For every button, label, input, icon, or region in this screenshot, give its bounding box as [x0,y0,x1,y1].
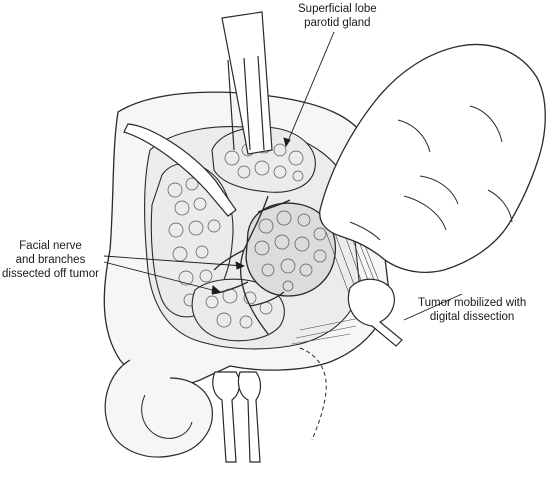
parotid-lobules [224,138,304,182]
label-tumor-mobilized: Tumor mobilized with digital dissection [418,296,526,324]
retractor-bottom [212,371,262,463]
retractor-left [123,123,237,217]
label-facial-nerve: Facial nerve and branches dissected off … [2,239,99,281]
hand-knuckle-lines [349,105,513,241]
label-line: Tumor mobilized with [418,297,527,309]
label-superficial-lobe-parotid-gland: Superficial lobe parotid gland [298,2,377,30]
label-line: parotid gland [304,17,371,29]
retractor-right [347,278,403,347]
label-line: Superficial lobe [298,3,377,15]
deep-gland-lobules [167,177,221,307]
ear-inner-fold [141,394,193,439]
facial-nerve-branches [211,195,291,335]
label-line: dissected off tumor [2,268,99,280]
label-line: Facial nerve [19,240,82,252]
incision-line [299,347,327,441]
retractor-top [221,11,273,155]
label-line: and branches [15,254,86,266]
tumor-lobules [254,210,327,292]
label-line: digital dissection [429,311,515,323]
leader-lines [103,31,463,321]
surgeon-hand [319,43,546,273]
